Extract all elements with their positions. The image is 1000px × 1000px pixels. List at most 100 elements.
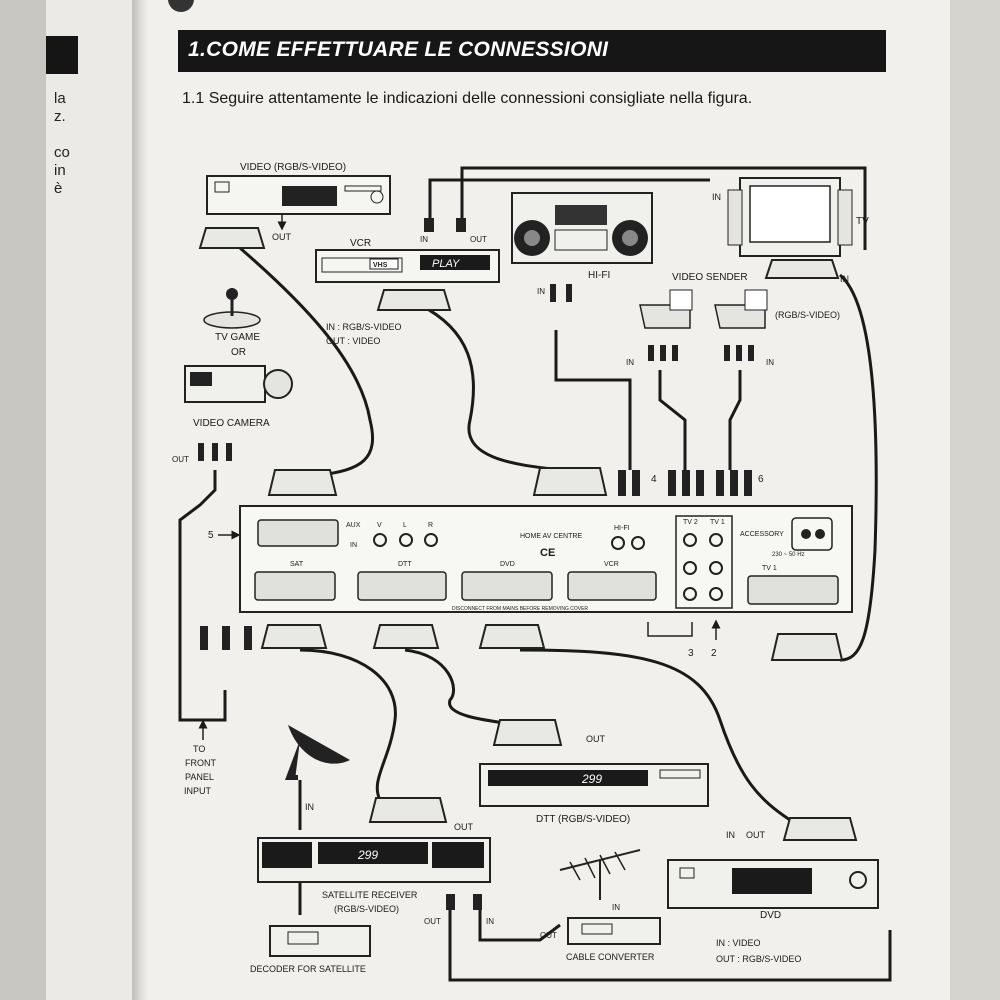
front-rca-plugs [200, 626, 252, 650]
left-fragment: co [54, 144, 70, 161]
brand-logo [168, 0, 194, 12]
aux-in-label: IN [350, 542, 357, 549]
converter-in-label: IN [612, 903, 620, 912]
page-gutter [132, 0, 148, 1000]
cable-converter [478, 905, 561, 942]
cable-sender-2 [728, 370, 742, 470]
dvd-out-desc: OUT : RGB/S-VIDEO [716, 954, 801, 964]
page-edge [950, 0, 1000, 1000]
tv-game: TV GAME OR [203, 288, 261, 358]
connector-number-4: 4 [651, 474, 657, 485]
sender-in-label-1: IN [626, 358, 634, 367]
cable-sat [299, 648, 397, 801]
or-label: OR [231, 347, 246, 358]
cable-dvd [519, 648, 791, 822]
ce-mark: CE [540, 547, 555, 559]
panel-hifi-label: HI-FI [614, 525, 630, 532]
left-page: la z. co in è [46, 0, 138, 1000]
cable-vcr-tv-2 [460, 166, 867, 250]
tv-antenna [559, 849, 641, 900]
tv2-label: TV 2 [683, 519, 698, 526]
cable-converter-label: CABLE CONVERTER [566, 952, 655, 962]
converter-out-label: OUT [540, 931, 557, 940]
dvd-device: DVD IN : VIDEO OUT : RGB/S-VIDEO [667, 859, 879, 964]
left-fragment: la [54, 90, 66, 107]
connector-number-6: 6 [758, 474, 764, 485]
cable-dtt [404, 648, 521, 727]
connector-number-5: 5 [208, 530, 214, 541]
scart-plug [532, 467, 608, 496]
cable-converter: CABLE CONVERTER [566, 917, 661, 962]
input-label: INPUT [184, 786, 212, 796]
connector-number-3: 3 [688, 648, 694, 659]
aux-r-label: R [428, 522, 433, 529]
left-fragment: z. [54, 108, 66, 125]
vcr-plug-in-label: IN [420, 235, 428, 244]
power-label: 230 ~ 50 Hz [772, 552, 805, 558]
dtt-display: 299 [581, 772, 602, 786]
antenna-out-label: OUT [424, 917, 441, 926]
sat-out-label: OUT [454, 822, 474, 832]
panel-tv1-scart-label: TV 1 [762, 565, 777, 572]
panel-label: PANEL [185, 772, 214, 782]
tv-device: TV IN IN [712, 177, 869, 284]
vcr-device: VHS PLAY VCR IN : RGB/S-VIDEO OUT : VIDE… [315, 238, 500, 346]
connector-number-2: 2 [711, 648, 717, 659]
cable-sender-1 [658, 370, 687, 470]
sender-in-label-2: IN [766, 358, 774, 367]
panel-warning: DISCONNECT FROM MAINS BEFORE REMOVING CO… [452, 606, 588, 612]
hifi-device: HI-FI IN [511, 192, 653, 302]
sat-in-label: IN [305, 802, 314, 812]
tv1-label: TV 1 [710, 519, 725, 526]
vcr-plug-out-label: OUT [470, 235, 487, 244]
tv-in-label: IN [712, 192, 721, 202]
scart-plug [267, 469, 338, 496]
left-page-tab [46, 36, 78, 74]
section-title-bar: 1.COME EFFETTUARE LE CONNESSIONI [178, 30, 886, 72]
tv-game-label: TV GAME [215, 332, 260, 343]
rca-plugs [618, 470, 752, 496]
decoder-label: DECODER FOR SATELLITE [250, 964, 366, 974]
satellite-dish [285, 725, 350, 780]
scart-plug [478, 624, 546, 649]
tv-label: TV [856, 216, 869, 227]
sat-receiver-label: SATELLITE RECEIVER [322, 890, 418, 900]
vcr-label: VCR [350, 238, 371, 249]
cable-tv-scart [839, 273, 878, 662]
to-label: TO [193, 744, 205, 754]
scart-plug [372, 624, 440, 649]
cable-camera [178, 470, 227, 722]
tv-scart-in-label: IN [840, 274, 849, 284]
home-av-centre-panel: HOME AV CENTRE CE AUX IN V L R HI-FI TV … [239, 505, 853, 613]
cable-hifi [554, 330, 632, 470]
panel-sat-label: SAT [290, 561, 304, 568]
scart-plug [770, 633, 844, 661]
cable-antenna [448, 905, 892, 982]
aux-l-label: L [403, 522, 407, 529]
sat-receiver-rgb-label: (RGB/S-VIDEO) [334, 904, 399, 914]
intro-text: 1.1 Seguire attentamente le indicazioni … [182, 90, 753, 107]
video-sender-label: VIDEO SENDER [672, 272, 748, 283]
hifi-label: HI-FI [588, 270, 610, 281]
left-fragment: è [54, 180, 63, 197]
aux-v-label: V [377, 522, 382, 529]
home-av-label: HOME AV CENTRE [520, 533, 582, 540]
dvd-in-label: IN [726, 830, 735, 840]
video-sender: VIDEO SENDER (RGB/S-VIDEO) IN IN [626, 272, 840, 367]
vcr-display: PLAY [432, 258, 460, 270]
cable-video-scart [239, 246, 375, 477]
dtt-out-label: OUT [586, 734, 606, 744]
antenna-in-label: IN [486, 917, 494, 926]
accessory-label: ACCESSORY [740, 531, 784, 538]
dtt-label: DTT (RGB/S-VIDEO) [536, 814, 630, 825]
dvd-out-label: OUT [746, 830, 766, 840]
satellite-receiver: 299 SATELLITE RECEIVER (RGB/S-VIDEO) [257, 837, 491, 914]
video-camera: VIDEO CAMERA OUT [172, 365, 293, 464]
scart-plug [368, 797, 448, 823]
panel-dtt-label: DTT [398, 561, 412, 568]
video-camera-label: VIDEO CAMERA [193, 418, 270, 429]
vhs-label: VHS [373, 262, 388, 269]
hifi-in-label: IN [537, 287, 545, 296]
video-out-label: OUT [272, 232, 292, 242]
